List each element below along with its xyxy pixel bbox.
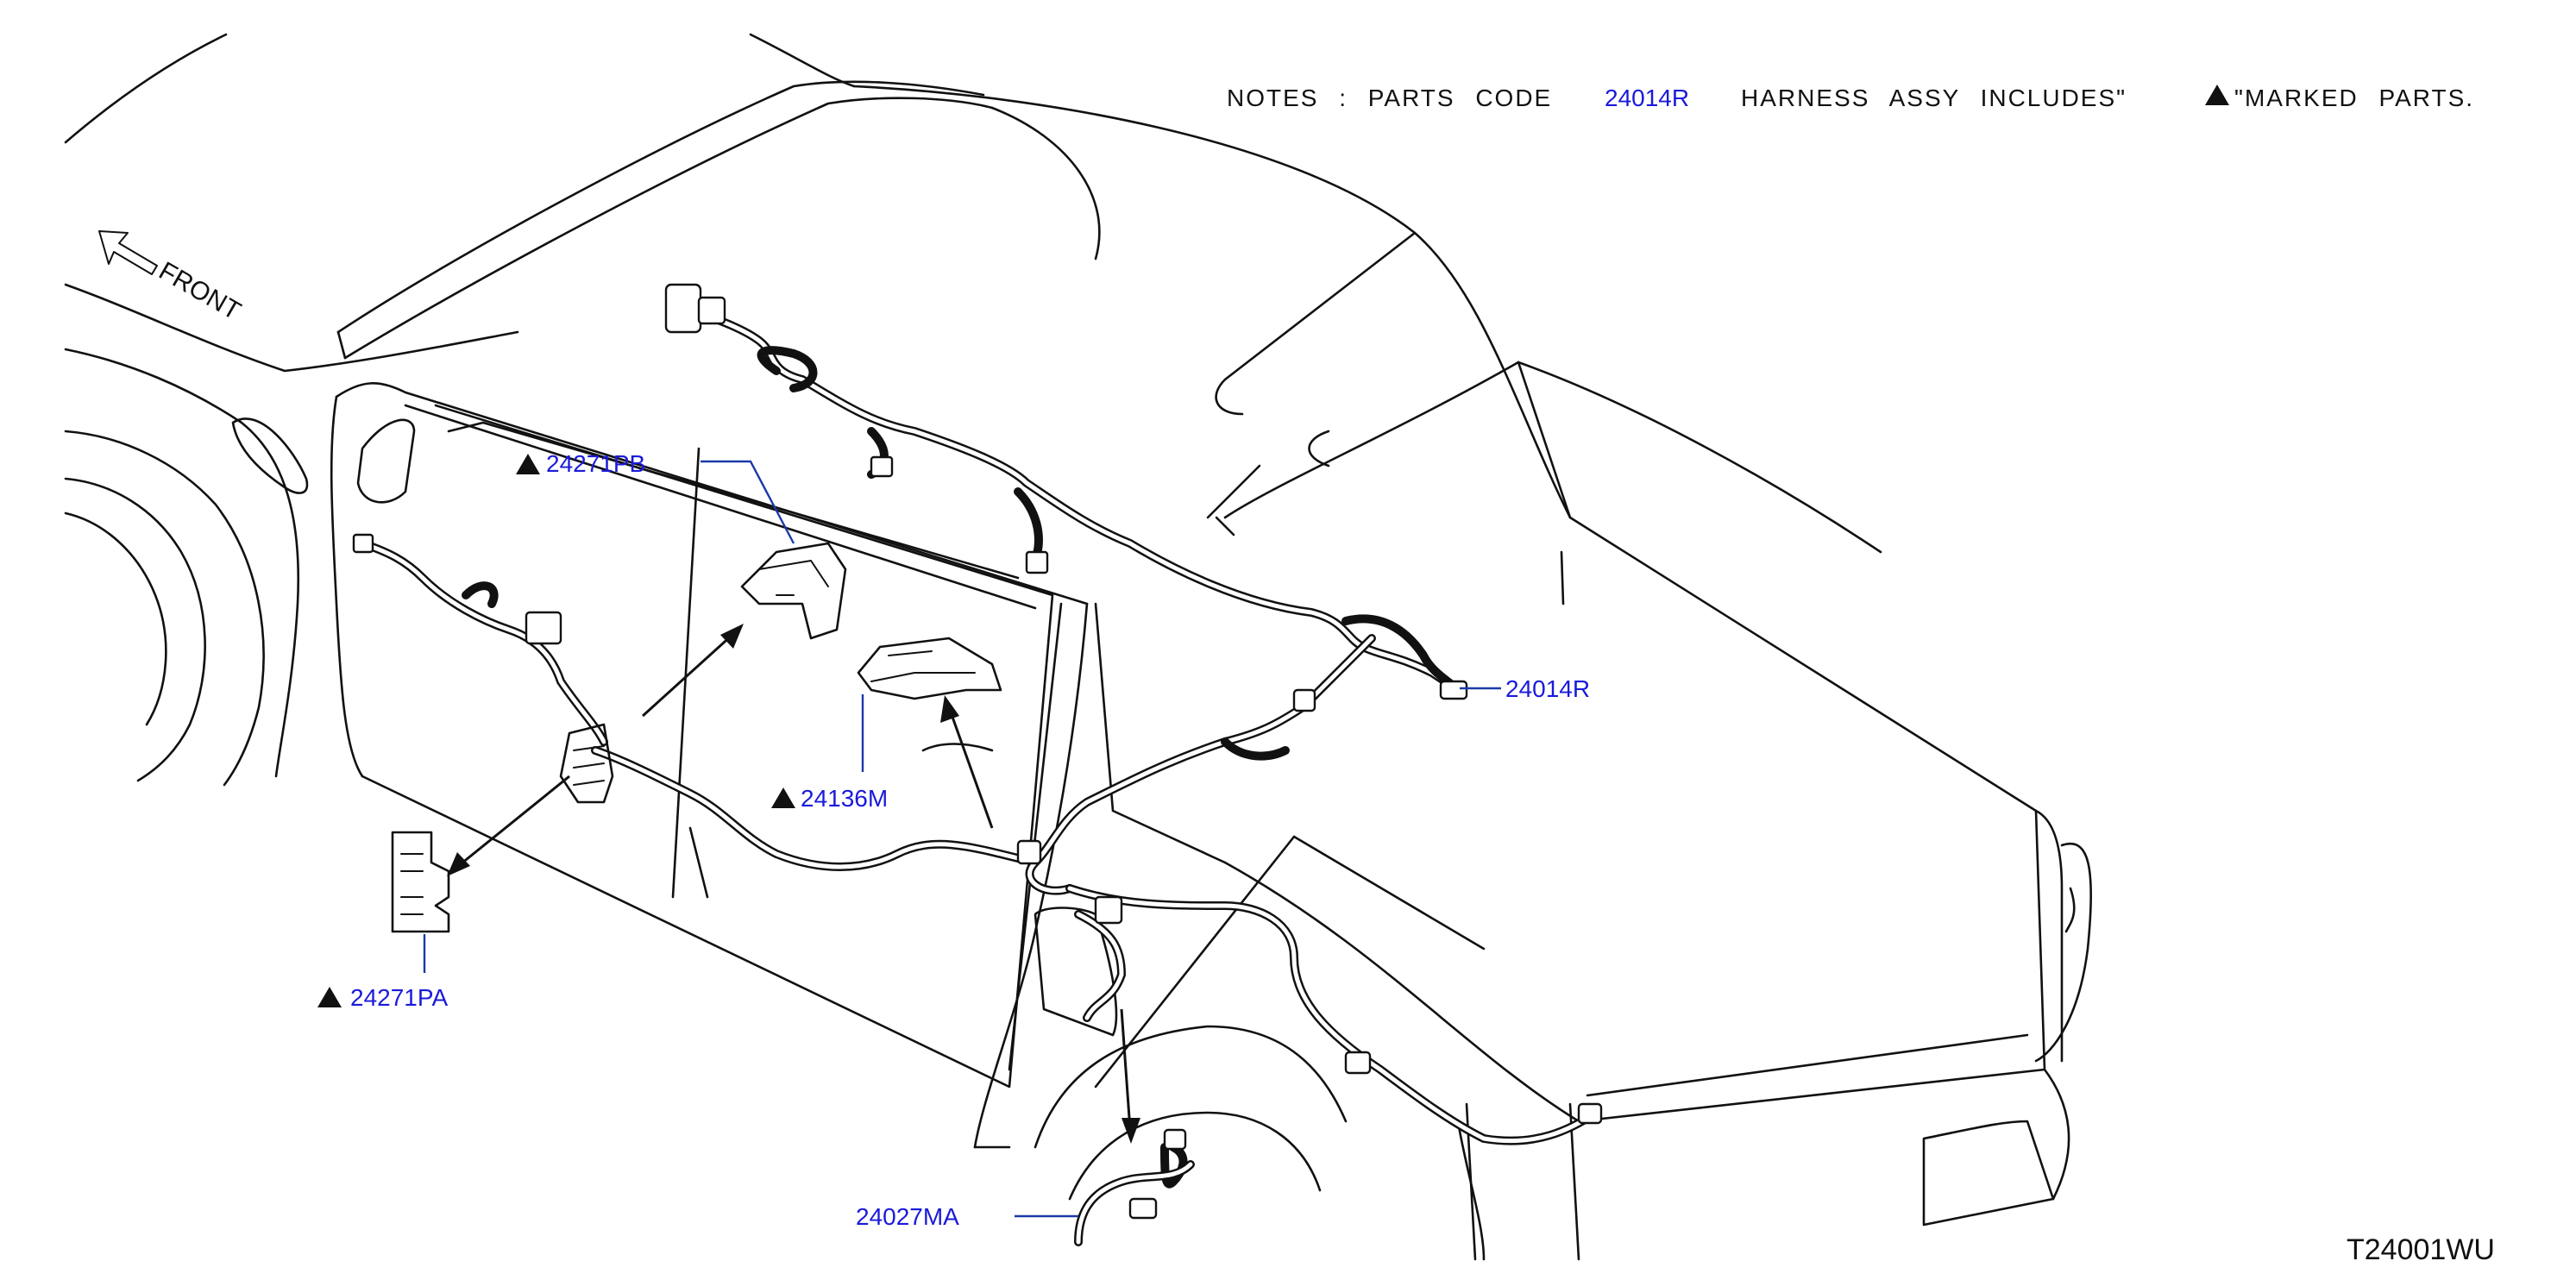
door-harness [358, 539, 608, 746]
connector [352, 533, 374, 554]
callout-label-24136M: 24136M [801, 785, 888, 812]
connector [1128, 1197, 1158, 1220]
arrow-to-24271PB [641, 632, 735, 718]
arrow-to-24136M [947, 706, 994, 829]
notes-line: NOTES : PARTS CODE 24014R HARNESS ASSY I… [1227, 85, 2474, 111]
callout-label-24271PA: 24271PA [350, 984, 448, 1011]
callout-label-24027MA: 24027MA [856, 1203, 959, 1230]
marked-triangle-icon [771, 787, 795, 808]
callout-24271PB: 24271PB [516, 450, 645, 477]
arrow-to-24271PA [456, 775, 570, 869]
connector [1025, 550, 1049, 574]
sub-harness-24027MA [1074, 1143, 1195, 1246]
connector [1439, 680, 1468, 700]
connector [525, 611, 562, 645]
leader-24271PB [701, 460, 795, 544]
harness-connectors [352, 283, 1603, 1220]
connector [664, 283, 702, 334]
explode-arrows [447, 624, 1140, 1144]
diagram-code: T24001WU [2347, 1233, 2495, 1266]
front-arrow-icon [98, 230, 158, 275]
front-label: FRONT [154, 256, 246, 325]
callout-label-24271PB: 24271PB [546, 450, 645, 477]
door-control-module [559, 723, 614, 804]
vehicle-body-outline [64, 33, 2093, 1261]
callout-label-24014R: 24014R [1505, 675, 1590, 702]
bracket-24271PA [391, 831, 450, 933]
front-direction-indicator: FRONT [98, 230, 246, 326]
marked-triangle-icon [317, 987, 342, 1007]
callout-24027MA: 24027MA [856, 1203, 959, 1230]
connector [1094, 895, 1123, 925]
callout-24014R: 24014R [1505, 675, 1590, 702]
marked-triangle-icon [2205, 85, 2229, 105]
notes-middle: HARNESS ASSY INCLUDES" [1741, 85, 2127, 111]
clip-24136M [857, 637, 1002, 700]
connector [1577, 1102, 1603, 1125]
marked-triangle-icon [516, 454, 540, 474]
arrow-to-24027MA [1120, 1008, 1132, 1131]
connector [1344, 1051, 1372, 1075]
bracket-24271PB [740, 542, 847, 640]
connector [870, 455, 894, 478]
connector [1016, 839, 1042, 865]
connector [1292, 688, 1316, 712]
connector [697, 296, 726, 325]
notes-suffix: "MARKED PARTS. [2234, 85, 2474, 111]
callout-leaders [423, 460, 1501, 1218]
connector [1163, 1128, 1187, 1151]
notes-prefix: NOTES : PARTS CODE [1227, 85, 1552, 111]
callout-24136M: 24136M [771, 785, 888, 812]
callout-24271PA: 24271PA [317, 984, 448, 1011]
notes-parts-code: 24014R [1605, 85, 1689, 111]
main-harness-24014R [591, 302, 1600, 1145]
